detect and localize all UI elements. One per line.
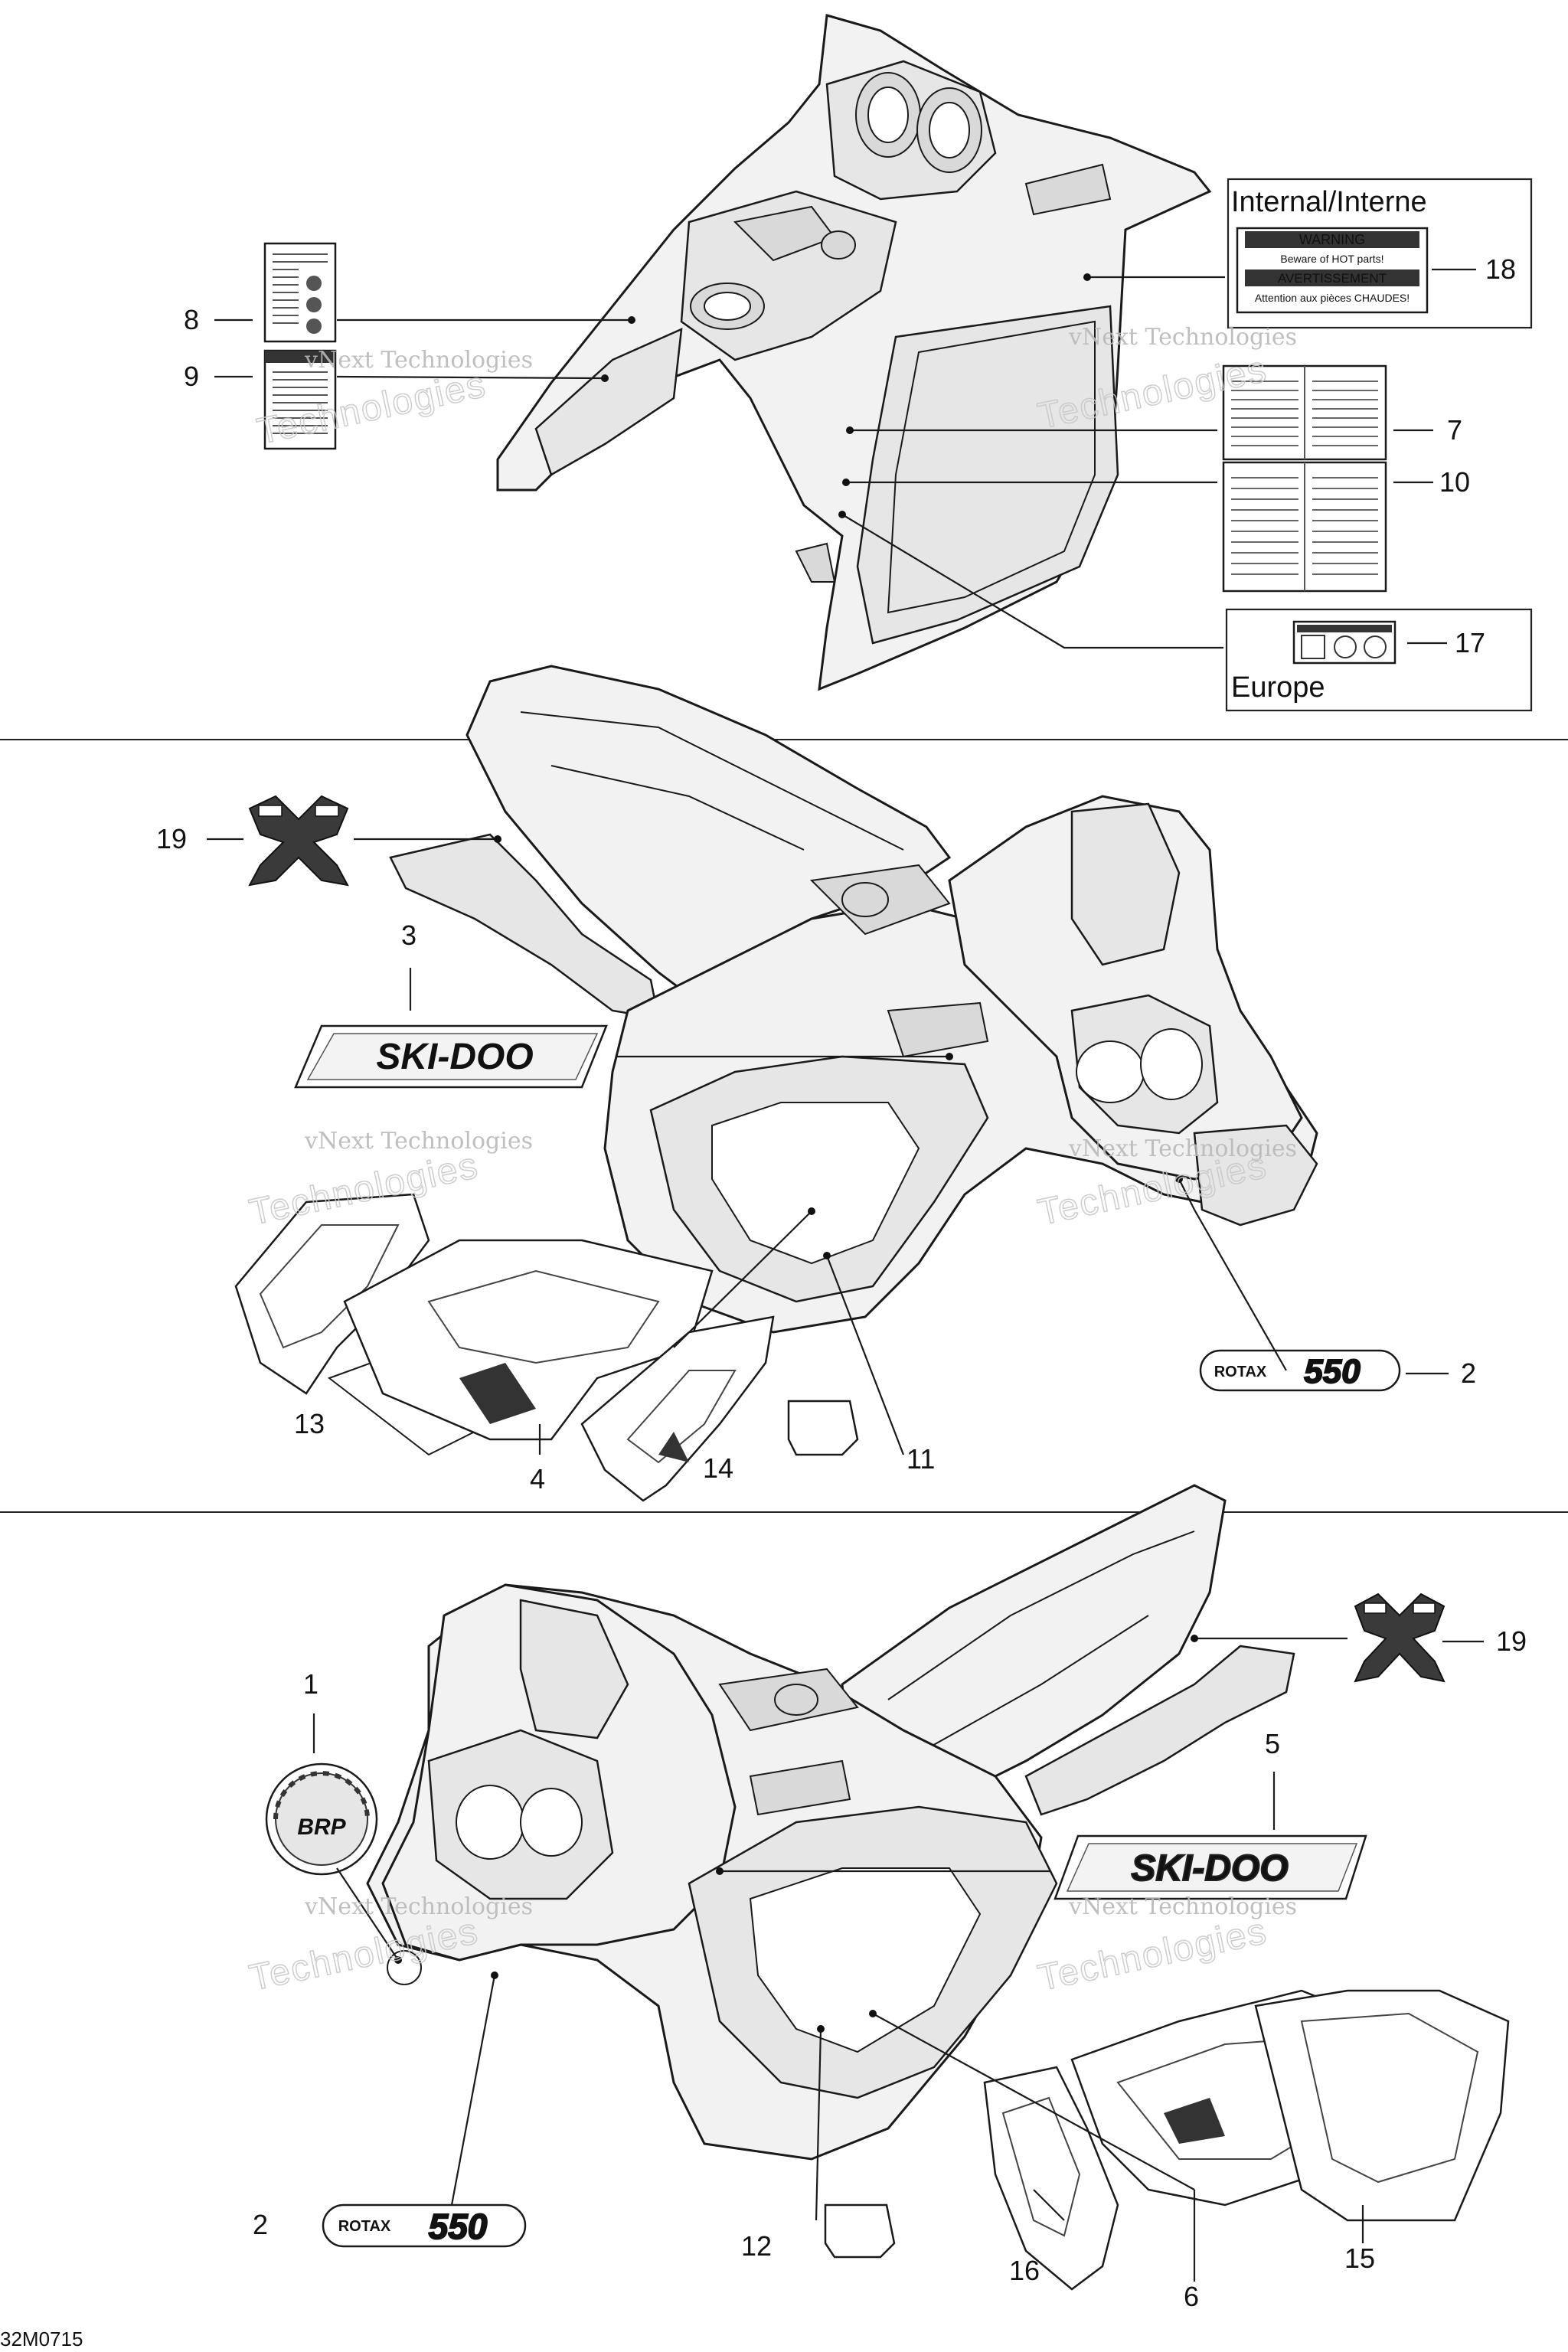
leaders-section-3: [312, 1635, 1484, 2282]
brp-badge-text: BRP: [297, 1815, 346, 1840]
leaders-section-2: [207, 835, 1449, 1455]
ski-doo-wordmark-5: SKI-DOO: [1131, 1848, 1288, 1889]
callout-10: 10: [1439, 466, 1470, 498]
callout-13: 13: [294, 1408, 325, 1439]
label-decal-9: [263, 349, 337, 450]
rotax-550-decal-2a: ROTAX 550: [1199, 1349, 1401, 1392]
callout-2a: 2: [1461, 1357, 1476, 1389]
callout-19a: 19: [156, 823, 187, 854]
internal-box-title: Internal/Interne: [1231, 186, 1427, 218]
watermark-2: vNext Technologies: [1068, 324, 1297, 351]
wrap-decal-14: [580, 1315, 775, 1502]
watermark-6: vNext Technologies: [1068, 1893, 1297, 1920]
callout-2b: 2: [253, 2209, 268, 2240]
wrap-decal-16: [983, 2066, 1119, 2291]
europe-pictogram-label: [1292, 620, 1396, 665]
warning-heading: WARNING: [1299, 232, 1365, 247]
europe-label-box: [1225, 608, 1533, 712]
callout-19b: 19: [1496, 1625, 1527, 1657]
avertissement-heading: AVERTISSEMENT: [1278, 271, 1387, 286]
callout-9: 9: [184, 361, 199, 392]
ski-doo-wordmark-3: SKI-DOO: [376, 1037, 533, 1077]
callout-5: 5: [1265, 1728, 1280, 1759]
internal-label-box: [1227, 178, 1533, 329]
rotax-word-b: ROTAX: [338, 2218, 391, 2235]
brp-badge-decal-1: BRP: [265, 1762, 378, 1876]
wrap-decal-15: [1254, 1989, 1510, 2222]
sled-middle-illustration: [389, 665, 1318, 1334]
europe-box-title: Europe: [1231, 671, 1325, 704]
label-decal-10: [1222, 461, 1387, 593]
watermark-6b: Technologies: [1034, 1911, 1271, 1999]
watermark-5: vNext Technologies: [304, 1893, 533, 1920]
fairing-top-illustration: [496, 14, 1212, 691]
watermark-4: vNext Technologies: [1068, 1135, 1297, 1162]
watermark-3: vNext Technologies: [304, 1128, 533, 1155]
small-decal-11: [787, 1400, 859, 1456]
callout-7: 7: [1447, 414, 1462, 446]
callout-3: 3: [401, 920, 416, 951]
hot-parts-warning-label: WARNING Beware of HOT parts! AVERTISSEME…: [1236, 227, 1429, 314]
watermark-5b: Technologies: [246, 1911, 482, 1999]
label-decal-7: [1222, 364, 1387, 461]
watermark-1: vNext Technologies: [304, 347, 533, 374]
avertissement-text: Attention aux pièces CHAUDES!: [1255, 292, 1410, 304]
label-decal-8: [263, 242, 337, 343]
callout-14: 14: [703, 1452, 733, 1484]
callout-11: 11: [906, 1443, 935, 1475]
callout-4: 4: [530, 1463, 545, 1494]
callout-1: 1: [303, 1668, 318, 1700]
ski-doo-decal-5: SKI-DOO: [1054, 1834, 1367, 1900]
rotax-word-a: ROTAX: [1214, 1364, 1267, 1380]
rotax-number-a: 550: [1304, 1353, 1361, 1390]
wrap-decal-4: [343, 1239, 714, 1441]
warning-text: Beware of HOT parts!: [1280, 253, 1383, 265]
callout-6: 6: [1184, 2281, 1199, 2312]
callout-17: 17: [1455, 627, 1485, 658]
callout-18: 18: [1485, 253, 1516, 285]
crossed-pistons-decal-19b: [1354, 1592, 1446, 1683]
figure-code: 32M0715: [0, 2328, 83, 2350]
leaders-section-1: [214, 268, 1476, 649]
small-decal-12: [824, 2203, 896, 2259]
ski-doo-decal-3: SKI-DOO: [294, 1024, 608, 1089]
callout-15: 15: [1344, 2243, 1375, 2274]
rotax-number-b: 550: [429, 2207, 488, 2246]
rotax-550-decal-2b: ROTAX 550: [322, 2203, 527, 2248]
callout-12: 12: [741, 2230, 772, 2262]
callout-8: 8: [184, 304, 199, 335]
callout-16: 16: [1009, 2255, 1040, 2286]
crossed-pistons-decal-19a: [248, 795, 349, 887]
